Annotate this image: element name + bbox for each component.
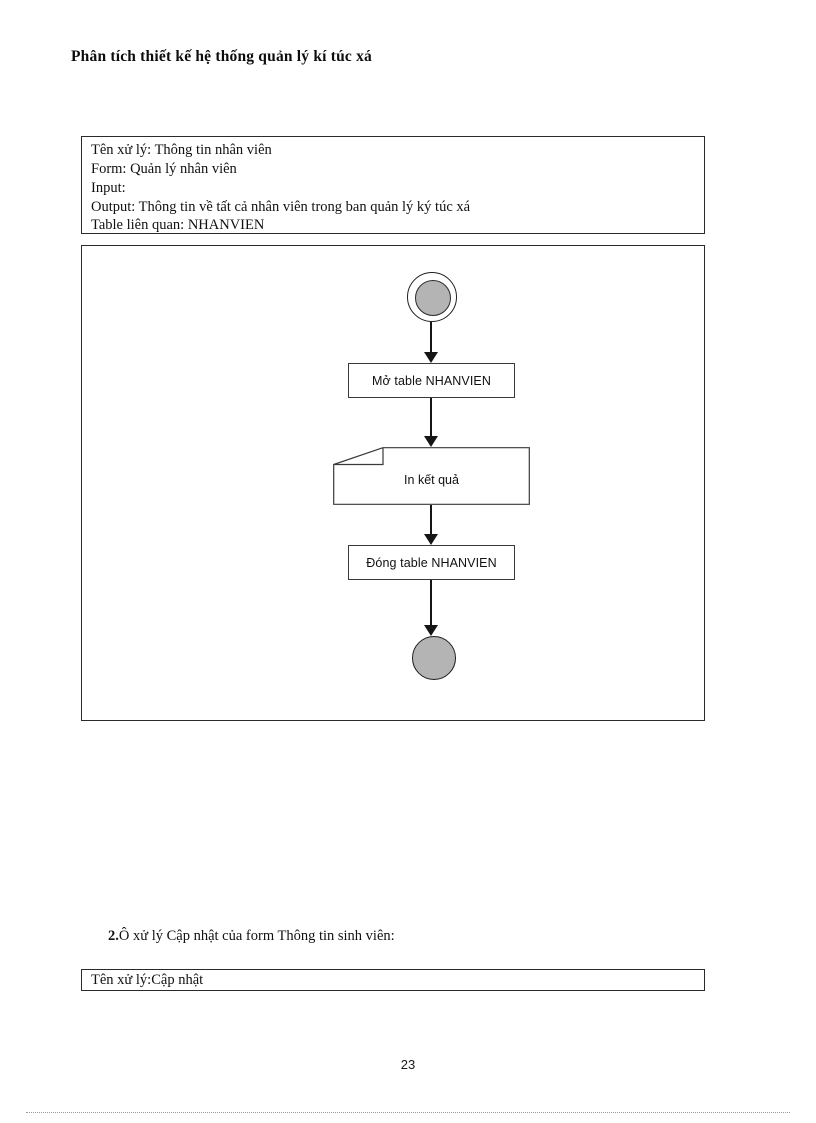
- section-2-process-box: Tên xử lý:Cập nhật: [81, 969, 705, 991]
- edge-open-to-print: [430, 398, 432, 436]
- edge-start-to-open: [430, 322, 432, 354]
- section-2-caption-text: Ô xử lý Cập nhật của form Thông tin sinh…: [118, 928, 395, 944]
- action-print-result-label: In kết quả: [404, 473, 459, 487]
- process-info-line-form: Form: Quản lý nhân viên: [91, 161, 237, 177]
- edge-print-to-close: [430, 505, 432, 535]
- action-close-table: Đóng table NHANVIEN: [348, 545, 515, 580]
- initial-node-inner-disc: [415, 280, 451, 316]
- edge-open-to-print-arrowhead: [424, 436, 438, 447]
- page-title: Phân tích thiết kế hệ thống quản lý kí t…: [71, 48, 372, 65]
- process-info-line-output: Output: Thông tin về tất cả nhân viên tr…: [91, 199, 471, 215]
- action-print-result: In kết quả: [333, 447, 530, 505]
- edge-print-to-close-arrowhead: [424, 534, 438, 545]
- process-info-box: Tên xử lý: Thông tin nhân viên Form: Quả…: [81, 136, 705, 234]
- initial-node-icon: [407, 272, 457, 322]
- section-2-caption: 2.Ô xử lý Cập nhật của form Thông tin si…: [108, 928, 395, 945]
- page-number: 23: [400, 1057, 416, 1072]
- process-info-line-name: Tên xử lý: Thông tin nhân viên: [91, 142, 272, 158]
- edge-start-to-open-arrowhead: [424, 352, 438, 363]
- action-close-table-label: Đóng table NHANVIEN: [366, 555, 497, 570]
- action-open-table-label: Mở table NHANVIEN: [372, 373, 491, 388]
- edge-close-to-end-arrowhead: [424, 625, 438, 636]
- section-2-process-box-text: Tên xử lý:Cập nhật: [91, 972, 204, 988]
- process-info-line-input: Input:: [91, 180, 126, 196]
- document-shape-icon: [333, 447, 530, 505]
- activity-diagram-frame: Mở table NHANVIEN In kết quả Đóng table …: [81, 245, 705, 721]
- edge-close-to-end: [430, 580, 432, 626]
- action-open-table: Mở table NHANVIEN: [348, 363, 515, 398]
- section-2-number: 2.: [108, 928, 119, 944]
- page-bottom-rule: [26, 1112, 790, 1114]
- final-node-icon: [412, 636, 456, 680]
- process-info-line-table: Table liên quan: NHANVIEN: [91, 217, 265, 233]
